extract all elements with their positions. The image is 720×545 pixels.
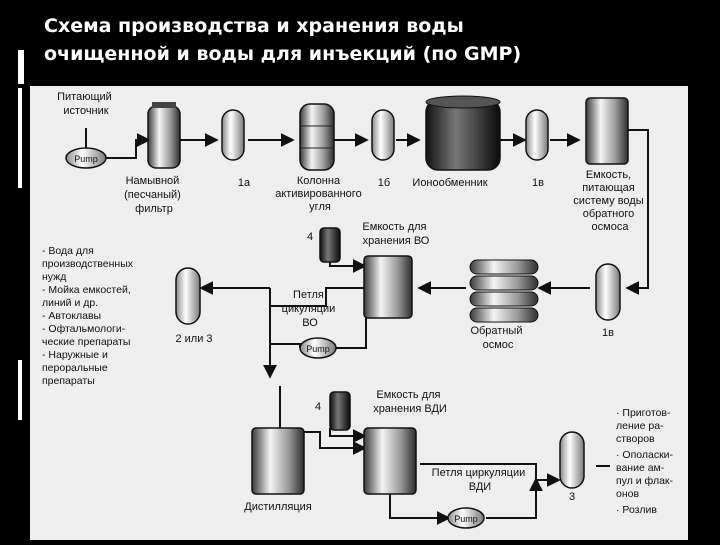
svg-text:Pump: Pump (454, 514, 478, 524)
carbon-column-vessel (299, 103, 335, 171)
cartridge-filter-3 (559, 431, 585, 489)
label-uses-left: - Вода для производственных нужд - Мойка… (42, 245, 136, 387)
label-uses-right: · Приготов- ление ра- створов · Ополаски… (616, 407, 676, 516)
tag-1v-top: 1в (532, 177, 544, 189)
title-line-2: очищенной и воды для инъекций (по GMP) (44, 43, 522, 65)
label-wfi-loop: Петля циркуляции ВДИ (432, 467, 529, 493)
feed-pump: Pump (65, 147, 107, 169)
tag-3: 3 (569, 491, 575, 503)
title-line-1: Схема производства и хранения воды (44, 15, 464, 37)
label-ion-exchanger: Ионообменник (412, 177, 487, 189)
label-ro-loop: Петля цикуляции ВО (282, 289, 339, 329)
wfi-storage-tank (363, 427, 417, 495)
cartridge-filter-1b (371, 109, 395, 161)
uv-lamp-4-bottom (329, 391, 351, 431)
tag-4-bottom: 4 (315, 401, 321, 413)
wfi-loop-pump: Pump (447, 507, 485, 529)
label-ro-storage: Емкость для хранения ВО (362, 221, 429, 247)
ro-feed-tank (585, 97, 629, 165)
tag-2-or-3: 2 или 3 (175, 333, 212, 345)
label-wfi-storage: Емкость для хранения ВДИ (373, 389, 447, 415)
uv-lamp-4-top (319, 227, 341, 263)
tag-1a: 1а (238, 177, 251, 189)
distillation-unit (251, 427, 305, 495)
cartridge-filter-2or3 (175, 267, 201, 325)
label-sand-filter: Намывной (песчаный) фильтр (124, 175, 184, 215)
label-reverse-osmosis: Обратный осмос (470, 325, 525, 351)
reverse-osmosis-modules (469, 259, 539, 323)
decorative-bar (18, 88, 22, 188)
decorative-bar (18, 50, 24, 84)
cartridge-filter-1v-top (525, 109, 549, 161)
cartridge-filter-1v-bottom (595, 263, 621, 321)
label-distillation: Дистилляция (244, 501, 312, 513)
tag-4-top: 4 (307, 231, 313, 243)
svg-text:Pump: Pump (306, 344, 330, 354)
label-carbon-column: Колонна активированного угля (275, 175, 365, 213)
tag-1b: 1б (378, 177, 390, 189)
ion-exchanger-vessel (425, 95, 501, 171)
ro-loop-pump: Pump (299, 337, 337, 359)
svg-text:Pump: Pump (74, 154, 98, 164)
diagram-panel: Pump Pump (30, 86, 688, 540)
label-ro-feed-tank: Емкость, питающая систему воды обратного… (573, 169, 646, 233)
decorative-bar (18, 360, 22, 420)
sand-filter-vessel (147, 102, 181, 169)
slide-title: Схема производства и хранения воды очище… (44, 12, 704, 68)
label-feed-source: Питающий источник (57, 91, 115, 117)
water-system-diagram: Pump Pump (42, 91, 676, 529)
cartridge-filter-1a (221, 109, 245, 161)
tag-1v-bottom: 1в (602, 327, 614, 339)
ro-storage-tank (363, 255, 413, 319)
